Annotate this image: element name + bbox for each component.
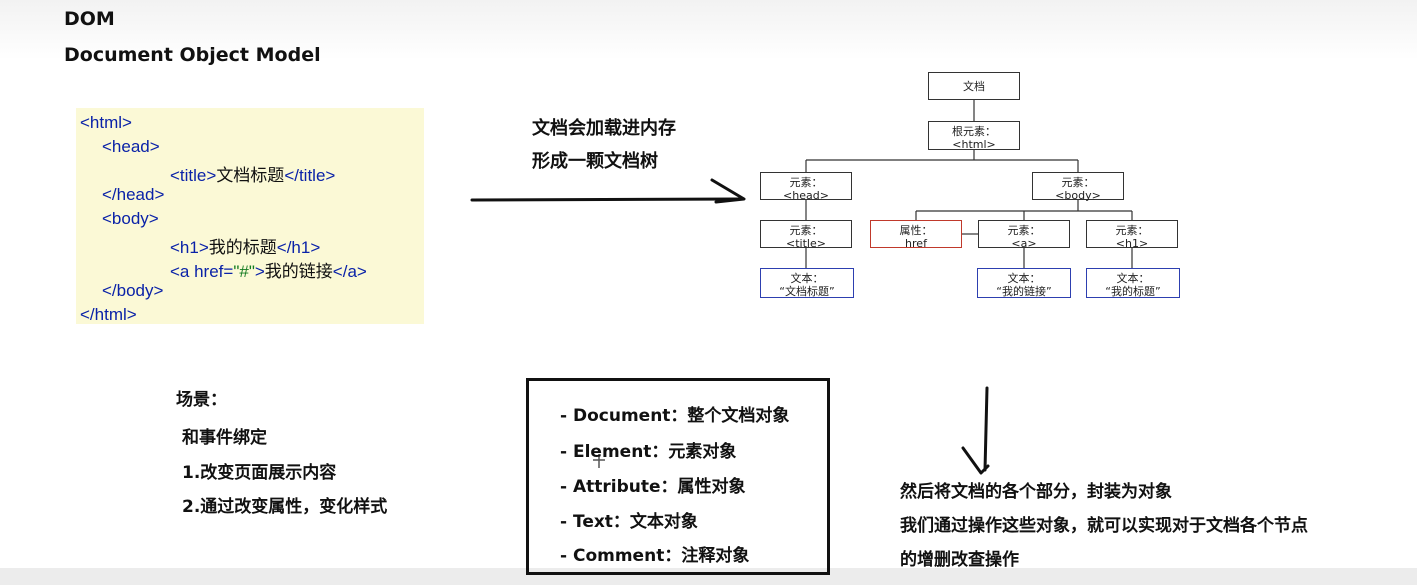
page-title: DOM (64, 8, 115, 30)
code-line: <h1>我的标题</h1> (170, 238, 321, 258)
right-arrow-head (710, 178, 746, 204)
tree-node-attr-href: 属性：href (870, 220, 962, 250)
tree-node-title: 元素：<title> (760, 220, 852, 250)
tree-node-a: 元素：<a> (978, 220, 1070, 250)
scene-item: 1.改变页面展示内容 (182, 463, 337, 483)
description-line-1: 然后将文档的各个部分，封装为对象 (900, 482, 1172, 502)
tree-node-text-link: 文本：“我的链接” (977, 268, 1071, 298)
top-shade (0, 0, 1417, 60)
page-subtitle: Document Object Model (64, 44, 321, 66)
tree-node-root: 根元素：<html> (928, 121, 1020, 151)
down-arrow-head (961, 446, 990, 475)
code-line: <a href="#">我的链接</a> (170, 262, 367, 282)
code-line: <html> (80, 113, 132, 132)
code-line: <head> (102, 137, 160, 156)
tree-node-text-h1: 文本：“我的标题” (1086, 268, 1180, 298)
caption-line-2: 形成一颗文档树 (532, 151, 658, 172)
cursor-crosshair (593, 454, 605, 468)
tree-node-body: 元素：<body> (1032, 172, 1124, 202)
code-line: </body> (102, 281, 164, 300)
right-arrow-shaft (470, 197, 744, 202)
code-line: <title>文档标题</title> (170, 166, 336, 186)
code-line: </html> (80, 305, 137, 324)
down-arrow-shaft (983, 386, 989, 472)
dom-tree-diagram: 文档 根元素：<html> 元素：<head> 元素：<body> 元素：<ti… (740, 60, 1190, 310)
description-line-3: 的增删改查操作 (900, 550, 1019, 570)
bottom-shade (0, 568, 1417, 585)
scenes-title: 场景： (176, 390, 227, 410)
object-type-text: - Text：文本对象 (560, 512, 698, 532)
object-type-element: - Element：元素对象 (560, 442, 737, 462)
tree-node-document: 文档 (928, 72, 1020, 100)
description-line-2: 我们通过操作这些对象，就可以实现对于文档各个节点 (900, 516, 1308, 536)
object-type-attribute: - Attribute：属性对象 (560, 477, 746, 497)
code-block: <html> <head> <title>文档标题</title> </head… (76, 108, 424, 324)
object-types-box: - Document：整个文档对象 - Element：元素对象 - Attri… (526, 378, 830, 575)
code-line: <body> (102, 209, 159, 228)
caption-line-1: 文档会加载进内存 (532, 118, 676, 139)
scene-item: 2.通过改变属性，变化样式 (182, 497, 388, 517)
tree-connectors (805, 99, 1133, 268)
tree-node-head: 元素：<head> (760, 172, 852, 202)
object-type-comment: - Comment：注释对象 (560, 546, 750, 566)
tree-node-text-title: 文本：“文档标题” (760, 268, 854, 298)
tree-node-h1: 元素：<h1> (1086, 220, 1178, 250)
code-line: </head> (102, 185, 165, 204)
scene-item: 和事件绑定 (182, 428, 267, 448)
object-type-document: - Document：整个文档对象 (560, 406, 790, 426)
